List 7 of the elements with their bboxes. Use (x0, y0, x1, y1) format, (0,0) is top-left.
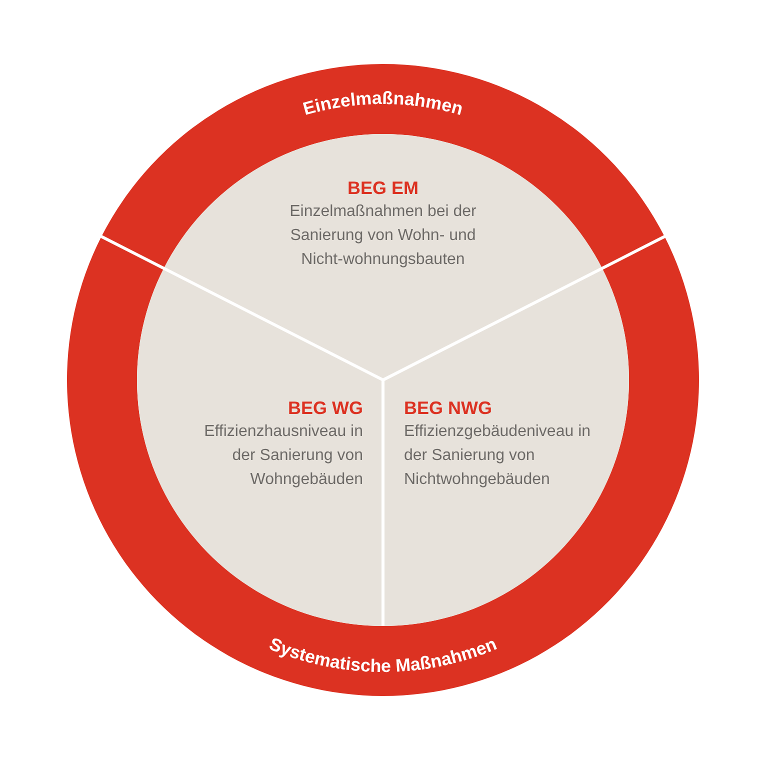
sector-description: Einzelmaßnahmen bei der Sanierung von Wohn- und Nicht-wohnungsbauten (288, 202, 478, 270)
sector-heading: BEG EM (346, 177, 420, 200)
sector-description: Effizienzgebäudeniveau in der Sanierung von Nichtwohngebäuden (404, 422, 592, 490)
sector-heading: BEG WG (287, 397, 363, 420)
ring-label: Einzelmaßnahmen (300, 88, 466, 120)
sector-heading: BEG NWG (404, 397, 493, 420)
sector-description: Effizienzhausniveau in der Sanierung von Wohngebäuden (203, 422, 363, 490)
